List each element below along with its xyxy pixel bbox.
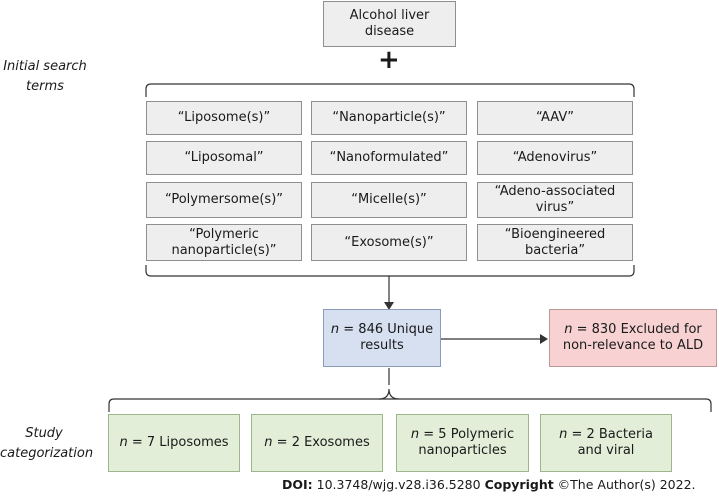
category-text: = 2 Exosomes <box>272 435 370 450</box>
category-bacteria-and-viral: n = 2 Bacteria and viral <box>540 414 672 472</box>
category-polymeric-nanoparticles: n = 5 Polymeric nanoparticles <box>396 414 529 472</box>
excluded-box: n = 830 Excluded for non-relevance to AL… <box>549 309 717 367</box>
category-text: = 7 Liposomes <box>127 435 229 450</box>
term-polymersomes: “Polymersome(s)” <box>146 182 302 218</box>
doi-label: DOI: <box>282 477 313 492</box>
term-nanoparticles: “Nanoparticle(s)” <box>311 101 467 135</box>
excluded-text: = 830 Excluded for non-relevance to ALD <box>562 322 704 353</box>
term-nanoformulated: “Nanoformulated” <box>311 141 467 175</box>
doi-value: 10.3748/wjg.v28.i36.5280 <box>312 477 485 492</box>
n-symbol: n <box>559 427 568 442</box>
plus-icon: + <box>378 45 400 75</box>
copyright-label: Copyright <box>484 477 554 492</box>
copyright-value: ©The Author(s) 2022. <box>553 477 696 492</box>
term-bioengineered-bacteria: “Bioengineered bacteria” <box>477 224 633 261</box>
n-symbol: n <box>410 427 420 442</box>
results-text: = 846 Unique results <box>343 322 434 353</box>
category-brace <box>108 398 712 412</box>
n-symbol: n <box>119 435 128 450</box>
top-brace <box>145 83 635 97</box>
term-exosomes: “Exosome(s)” <box>311 224 467 261</box>
bottom-brace <box>145 265 635 277</box>
n-symbol: n <box>330 322 340 337</box>
term-liposomal: “Liposomal” <box>146 141 302 175</box>
category-exosomes: n = 2 Exosomes <box>251 414 383 472</box>
term-aav: “AAV” <box>477 101 633 135</box>
category-liposomes: n = 7 Liposomes <box>108 414 240 472</box>
term-adeno-associated-virus: “Adeno-associated virus” <box>477 182 633 218</box>
category-text: = 2 Bacteria and viral <box>571 427 653 458</box>
n-symbol: n <box>564 322 573 337</box>
study-categorization-label: Study categorization <box>0 426 94 461</box>
term-liposomes: “Liposome(s)” <box>146 101 302 135</box>
citation-footer: DOI: 10.3748/wjg.v28.i36.5280 Copyright … <box>282 477 696 492</box>
unique-results-box: n = 846 Unique results <box>323 309 441 367</box>
alcohol-liver-disease-box: Alcohol liver disease <box>323 1 456 47</box>
term-adenovirus: “Adenovirus” <box>477 141 633 175</box>
term-micelles: “Micelle(s)” <box>311 182 467 218</box>
n-symbol: n <box>264 435 273 450</box>
initial-search-terms-label: Initial search terms <box>3 59 87 94</box>
category-text: = 5 Polymeric nanoparticles <box>418 427 515 458</box>
term-polymeric-nanoparticles: “Polymeric nanoparticle(s)” <box>146 224 302 261</box>
